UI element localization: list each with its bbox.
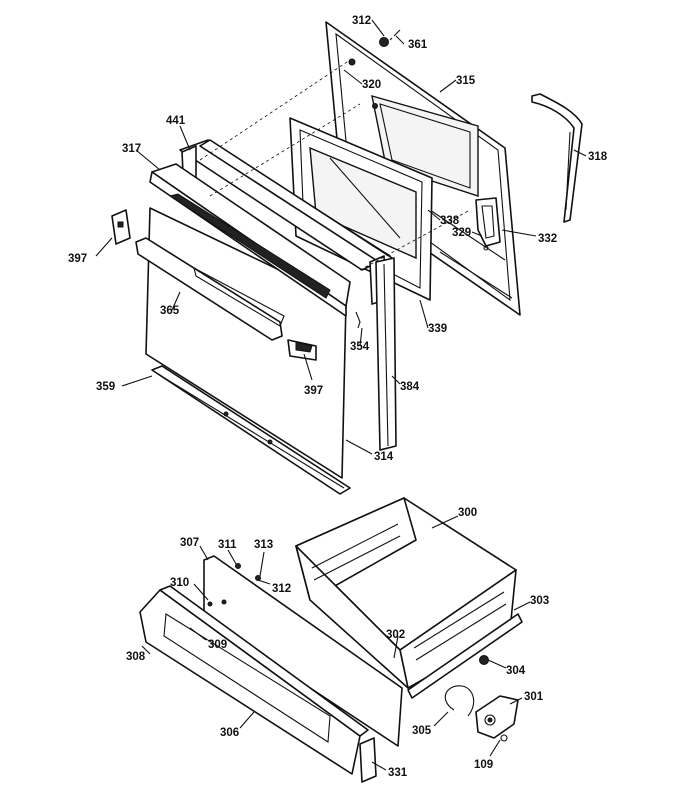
callout-320: 320	[362, 79, 381, 91]
callout-312: 312	[352, 15, 371, 27]
callout-305: 305	[412, 725, 432, 737]
leader-lines	[95, 19, 587, 771]
callout-312-lower: 312	[272, 583, 291, 595]
callout-354: 354	[350, 341, 370, 353]
drawer-front	[139, 585, 369, 775]
bracket-assembly	[475, 695, 519, 739]
callout-332: 332	[538, 233, 557, 245]
callout-317: 317	[122, 143, 141, 155]
hinge	[475, 197, 501, 247]
inner-door-panel	[325, 21, 521, 316]
callout-339: 339	[428, 323, 447, 335]
callout-441: 441	[166, 115, 186, 127]
drawer-front-inner	[203, 555, 403, 747]
callout-306: 306	[220, 727, 239, 739]
callout-359: 359	[96, 381, 115, 393]
callout-384: 384	[400, 381, 420, 393]
handle-bracket-lower	[287, 339, 317, 361]
callout-303: 303	[530, 595, 549, 607]
callout-300: 300	[458, 507, 477, 519]
callout-309: 309	[208, 639, 227, 651]
door-bottom-channel	[151, 365, 351, 495]
drawer-end-cap	[359, 737, 377, 783]
callout-361: 361	[408, 39, 428, 51]
callout-365: 365	[160, 305, 180, 317]
callout-109: 109	[474, 759, 493, 771]
callout-labels: 312 361 320 315 318 441 317 338 329 332 …	[68, 15, 608, 779]
vent-trim	[149, 163, 351, 317]
callout-314: 314	[374, 451, 394, 463]
callout-318: 318	[588, 151, 608, 163]
callout-397-upper: 397	[68, 253, 87, 265]
callout-313: 313	[254, 539, 273, 551]
door-handle	[135, 237, 285, 341]
callout-331: 331	[388, 767, 408, 779]
callout-397-lower: 397	[304, 385, 323, 397]
callout-329: 329	[452, 227, 471, 239]
callout-310: 310	[170, 577, 189, 589]
callout-307: 307	[180, 537, 199, 549]
side-trim	[375, 257, 397, 451]
callout-338: 338	[440, 215, 460, 227]
callout-311: 311	[218, 539, 237, 551]
callout-304: 304	[506, 665, 526, 677]
callout-315: 315	[456, 75, 476, 87]
callout-301: 301	[524, 691, 544, 703]
drawer-body	[295, 497, 517, 689]
handle-bracket-upper	[111, 209, 131, 245]
callout-308: 308	[126, 651, 146, 663]
door-gasket	[531, 93, 583, 223]
callout-302: 302	[386, 629, 405, 641]
window-frame	[289, 117, 433, 301]
drawer-rail	[407, 613, 523, 699]
